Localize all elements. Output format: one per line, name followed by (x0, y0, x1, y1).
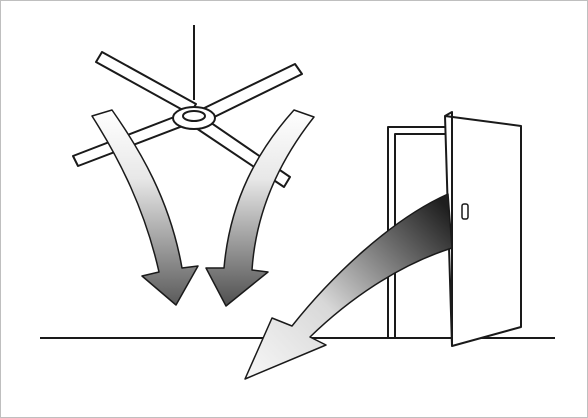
fan-hub-inner (182, 110, 206, 122)
door-handle (461, 203, 469, 220)
airflow-arrow-right (205, 109, 315, 307)
airflow-arrow-left (91, 109, 199, 306)
fan-blade-upper-left (95, 51, 197, 115)
door-panel (444, 115, 522, 347)
door-edge (444, 111, 453, 346)
open-door-icon (444, 111, 522, 347)
airflow-arrow-door (244, 193, 453, 380)
